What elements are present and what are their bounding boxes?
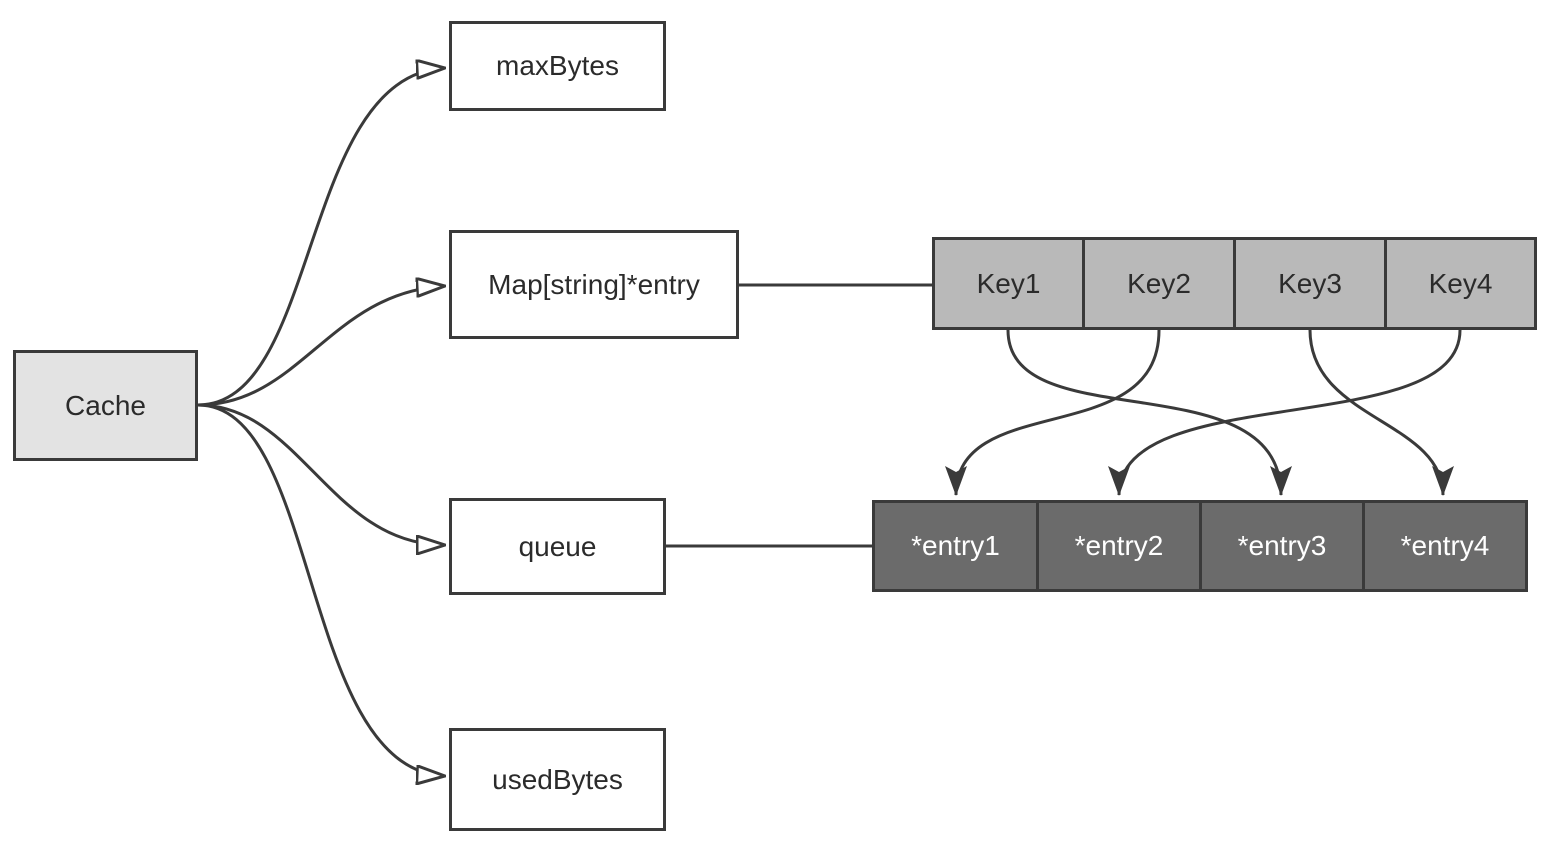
key-cell-label: Key4 bbox=[1428, 267, 1493, 299]
entry-cell: *entry1 bbox=[872, 500, 1039, 592]
maxbytes-node-label: maxBytes bbox=[496, 50, 619, 81]
entry-cell-label: *entry4 bbox=[1400, 530, 1490, 561]
map-node-label: Map[string]*entry bbox=[488, 268, 700, 300]
key-cell: Key1 bbox=[932, 237, 1085, 330]
edge-cache-to-map bbox=[197, 286, 445, 407]
entry-cell: *entry3 bbox=[1199, 500, 1365, 592]
entry-cell-label: *entry3 bbox=[1237, 530, 1327, 561]
entry-cell-label: *entry1 bbox=[911, 530, 1000, 561]
queue-node: queue bbox=[449, 498, 666, 595]
edge-cache-to-queue bbox=[197, 403, 445, 545]
edge-key3-to-entry4 bbox=[1308, 329, 1454, 496]
edge-cache-to-usedbytes bbox=[197, 403, 445, 776]
key-cell-label: Key3 bbox=[1278, 267, 1342, 299]
entry-cell: *entry4 bbox=[1362, 500, 1528, 592]
usedbytes-node-label: usedBytes bbox=[492, 763, 623, 795]
key-cell: Key2 bbox=[1082, 237, 1236, 330]
cache-node-label: Cache bbox=[65, 389, 146, 421]
entry-cell-label: *entry2 bbox=[1074, 530, 1164, 561]
cache-node: Cache bbox=[13, 350, 198, 461]
key-cell: Key4 bbox=[1384, 237, 1537, 330]
edge-key1-to-entry3 bbox=[1006, 329, 1292, 496]
edge-key2-to-entry1 bbox=[945, 329, 1161, 496]
queue-node-label: queue bbox=[518, 530, 597, 562]
map-node: Map[string]*entry bbox=[449, 230, 739, 339]
usedbytes-node: usedBytes bbox=[449, 728, 666, 831]
key-cell-label: Key2 bbox=[1127, 267, 1191, 299]
entry-cell: *entry2 bbox=[1036, 500, 1202, 592]
edge-key4-to-entry2 bbox=[1108, 329, 1462, 496]
edge-cache-to-maxbytes bbox=[197, 68, 445, 407]
key-cell: Key3 bbox=[1233, 237, 1387, 330]
key-cell-label: Key1 bbox=[976, 267, 1041, 299]
maxbytes-node: maxBytes bbox=[449, 21, 666, 111]
